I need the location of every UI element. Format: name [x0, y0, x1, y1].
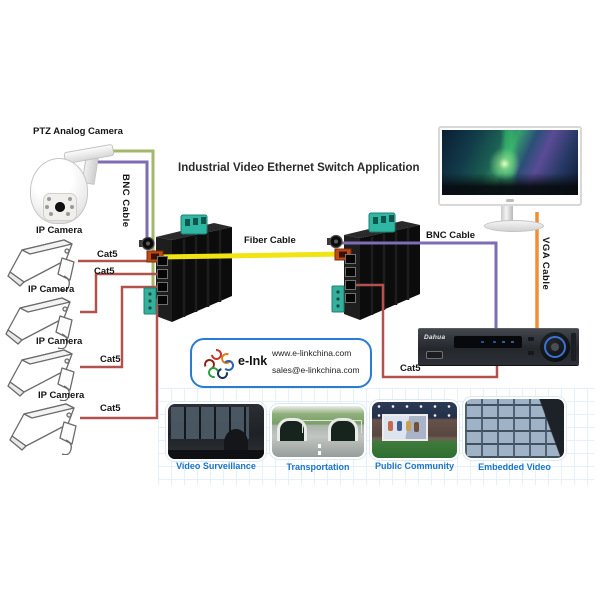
- diagram-title: Industrial Video Ethernet Switch Applica…: [178, 162, 420, 174]
- tunnel-portal: [277, 418, 307, 441]
- monitor-stand-base: [484, 220, 544, 232]
- ptz-dome: [30, 158, 88, 224]
- ptz-lens: [55, 202, 65, 212]
- bnc-cable-right-label: BNC Cable: [426, 230, 476, 241]
- vendor-logo-icon: [202, 346, 234, 382]
- ptz-camera-graphic: [26, 138, 115, 232]
- cat5-label-dvr: Cat5: [400, 363, 421, 374]
- monitor: [438, 126, 582, 206]
- cat5-label-2: Cat5: [94, 266, 115, 277]
- jog-dial-center: [551, 343, 559, 351]
- fiber-cable-label: Fiber Cable: [244, 235, 296, 246]
- bnc-cable-left-line: [98, 160, 149, 241]
- control-desk: [168, 450, 264, 459]
- app-label-embedded-video: Embedded Video: [478, 462, 551, 472]
- ptz-camera-label: PTZ Analog Camera: [33, 126, 123, 137]
- photo-transportation: [270, 404, 366, 459]
- ip-camera-label-2: IP Camera: [28, 284, 75, 295]
- fiber-cable-line: [158, 251, 346, 260]
- app-label-transportation: Transportation: [286, 462, 350, 472]
- bnc-cable-left-label: BNC Cable: [120, 174, 131, 228]
- vga-cable-label: VGA Cable: [540, 237, 551, 291]
- dvr-display: [454, 336, 522, 348]
- monitor-screen: [442, 130, 578, 195]
- ip-camera-label-3: IP Camera: [36, 336, 83, 347]
- sign-gantry: [302, 420, 362, 433]
- photo-video-surveillance: [166, 402, 266, 461]
- dvr-unit: Dahua: [418, 328, 579, 365]
- ip-camera-label-1: IP Camera: [36, 225, 83, 236]
- ip-camera-graphic-4: [9, 403, 77, 455]
- photo-embedded-video: [463, 397, 566, 460]
- app-label-video-surveillance: Video Surveillance: [176, 461, 256, 471]
- jog-dial-ring: [544, 336, 566, 358]
- dvr-end-cap: [571, 333, 576, 361]
- ethernet-switch-left-body: [154, 213, 234, 324]
- jog-dial: [540, 332, 570, 362]
- ir-led: [70, 205, 74, 209]
- stadium-screen: [382, 414, 428, 441]
- ip-camera-label-4: IP Camera: [38, 390, 85, 401]
- screen-figures: [388, 421, 393, 431]
- cat5-label-4: Cat5: [100, 403, 121, 414]
- ir-led: [47, 197, 51, 201]
- dvr-button: [528, 337, 534, 341]
- vendor-brand: e-Ink: [238, 354, 268, 368]
- dvr-brand-logo: Dahua: [424, 334, 446, 341]
- cat5-label-3: Cat5: [100, 354, 121, 365]
- vendor-website: www.e-linkchina.com: [272, 348, 352, 358]
- ir-led: [45, 205, 49, 209]
- road-marking: [318, 444, 321, 457]
- cat5-line-dvr: [350, 283, 499, 379]
- vendor-contact-box: e-Ink www.e-linkchina.com sales@e-linkch…: [190, 338, 372, 388]
- usb-port: [426, 351, 443, 359]
- cat5-line-2: [80, 272, 162, 314]
- ir-led: [49, 212, 53, 216]
- ir-led: [66, 212, 70, 216]
- logo-swirl: [223, 360, 234, 371]
- ptz-lens-panel: [43, 193, 77, 221]
- bnc-cable-right-line: [341, 241, 498, 330]
- dvr-button: [528, 351, 534, 355]
- cat5-label-1: Cat5: [97, 249, 118, 260]
- monitor-stand-neck: [501, 206, 513, 222]
- dvr-status-leds: [511, 341, 514, 343]
- ir-led: [68, 197, 72, 201]
- vendor-email: sales@e-linkchina.com: [272, 365, 360, 375]
- tunnel-portal: [328, 418, 358, 441]
- photo-public-community: [370, 400, 459, 460]
- ip-camera-graphic-1: [7, 239, 75, 291]
- cat5-line-3: [80, 285, 162, 369]
- monitor-logo: [506, 199, 514, 202]
- app-label-public-community: Public Community: [374, 461, 454, 471]
